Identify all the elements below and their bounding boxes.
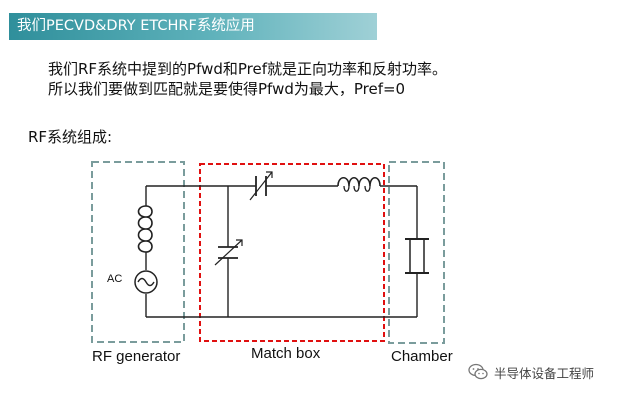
tune-capacitor-icon	[249, 171, 273, 201]
ac-sine-icon	[137, 277, 155, 287]
chamber-electrodes-icon	[405, 238, 429, 274]
chamber-box	[388, 161, 445, 344]
match-box-label: Match box	[251, 345, 321, 362]
watermark: 半导体设备工程师	[468, 362, 594, 382]
body-line-2: 所以我们要做到匹配就是要使得Pfwd为最大，Pref=0	[48, 80, 406, 98]
generator-inductor-loops	[145, 205, 153, 253]
rf-generator-box	[91, 161, 185, 343]
slide-title-bar: 我们PECVD&DRY ETCHRF系统应用	[9, 13, 377, 40]
body-line-1: 我们RF系统中提到的Pfwd和Pref就是正向功率和反射功率。	[48, 60, 448, 78]
wechat-icon	[468, 363, 488, 380]
load-capacitor-icon	[214, 239, 243, 266]
match-inductor-icon	[337, 176, 381, 187]
chamber-label: Chamber	[391, 348, 453, 365]
circuit-wires	[145, 185, 418, 318]
slide-title: 我们PECVD&DRY ETCHRF系统应用	[17, 18, 255, 34]
rf-generator-label: RF generator	[92, 348, 181, 365]
match-inductor-loops	[343, 185, 371, 192]
section-subheading: RF系统组成:	[28, 128, 113, 146]
generator-inductor	[137, 205, 147, 253]
watermark-text: 半导体设备工程师	[494, 365, 595, 381]
ac-source-label: AC	[107, 273, 123, 285]
match-box-outline	[199, 163, 385, 342]
